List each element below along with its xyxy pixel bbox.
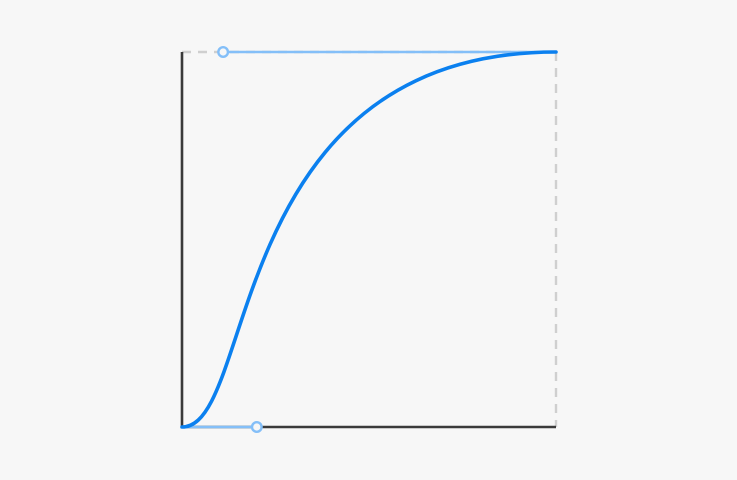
easing-curve [180,50,558,429]
control-point-1-handle-icon[interactable] [250,421,263,434]
control-point-2-handle-icon[interactable] [217,46,230,59]
